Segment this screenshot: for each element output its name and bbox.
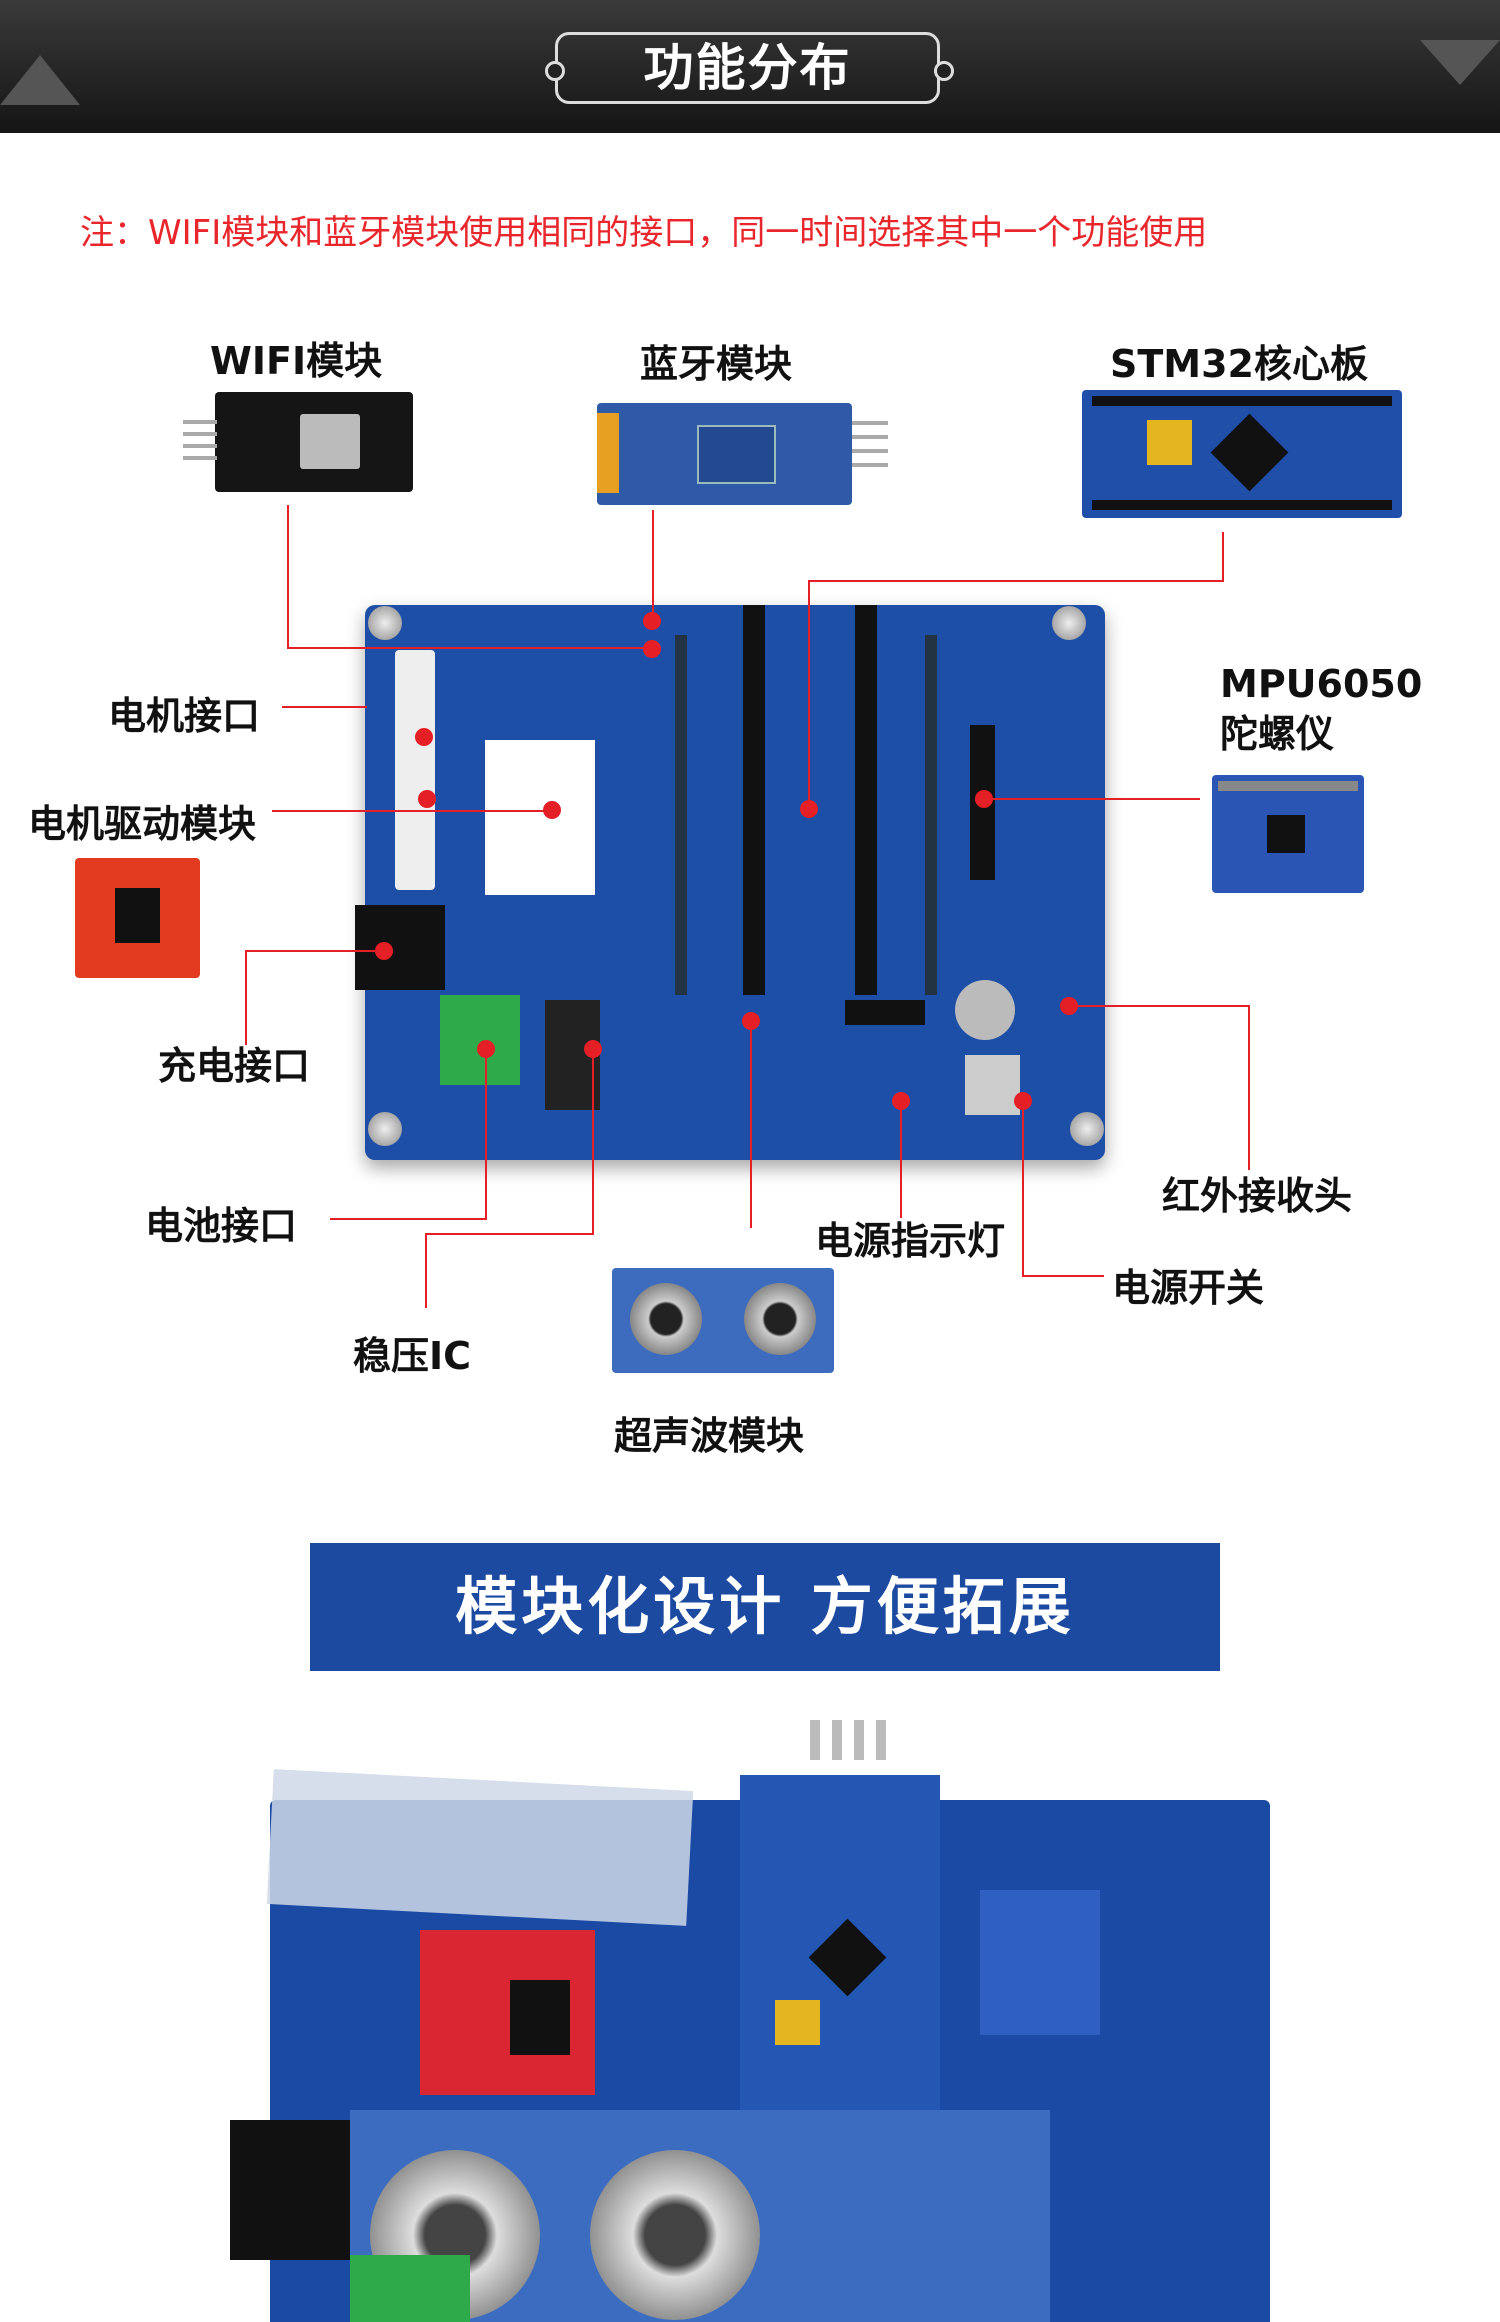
callout-dot: [418, 790, 436, 808]
decor-triangle-right: [1420, 40, 1500, 85]
photo-dc-jack: [230, 2120, 350, 2260]
callout-line: [485, 1048, 487, 1220]
mpu6050-module-image: [1212, 775, 1364, 893]
label-wifi: WIFI模块: [210, 339, 383, 383]
label-power-switch: 电源开关: [1112, 1266, 1265, 1310]
dc-jack: [355, 905, 445, 990]
header-pins-left: [743, 605, 765, 995]
callout-dot: [1060, 997, 1078, 1015]
callout-line: [245, 950, 383, 952]
callout-line: [592, 1048, 594, 1234]
label-motor-port: 电机接口: [108, 694, 261, 738]
photo-ultrasonic-sensor: [590, 2150, 760, 2320]
callout-line: [245, 950, 247, 1045]
feature-banner: 模块化设计 方便拓展: [310, 1543, 1220, 1671]
callout-line: [1022, 1275, 1104, 1277]
callout-line: [750, 1020, 752, 1228]
label-regulator-ic: 稳压IC: [353, 1334, 472, 1378]
callout-line: [1022, 1100, 1024, 1275]
callout-line: [808, 580, 1224, 582]
callout-line: [900, 1100, 902, 1218]
label-stm32: STM32核心板: [1110, 342, 1368, 386]
callout-dot: [975, 790, 993, 808]
product-photo: [230, 1720, 1280, 2322]
callout-line: [425, 1233, 427, 1308]
callout-dot: [584, 1040, 602, 1058]
section-title: 功能分布: [643, 39, 852, 97]
motor-connectors: [395, 650, 435, 890]
callout-dot: [643, 640, 661, 658]
board-screw: [368, 1112, 402, 1146]
p1-header: [675, 635, 687, 995]
callout-dot: [742, 1012, 760, 1030]
motor-driver-image: [75, 858, 200, 978]
board-screw: [1052, 606, 1086, 640]
callout-line: [287, 647, 652, 649]
board-screw: [368, 606, 402, 640]
photo-bluetooth-module: [266, 1769, 694, 1926]
wifi-module-image: [183, 392, 413, 492]
callout-line: [985, 798, 1200, 800]
callout-line: [808, 580, 810, 808]
callout-dot: [477, 1040, 495, 1058]
callout-line: [287, 505, 289, 648]
ultrasonic-module-image: [612, 1268, 834, 1373]
label-battery-port: 电池接口: [145, 1204, 298, 1248]
power-switch: [965, 1055, 1020, 1115]
label-power-led: 电源指示灯: [815, 1219, 1006, 1263]
label-ir-receiver: 红外接收头: [1162, 1174, 1353, 1218]
callout-line: [1068, 1005, 1250, 1007]
callout-dot: [375, 942, 393, 960]
photo-battery-terminal: [350, 2255, 470, 2322]
driver-socket: [485, 740, 595, 895]
callout-dot: [892, 1092, 910, 1110]
usage-note: 注：WIFI模块和蓝牙模块使用相同的接口，同一时间选择其中一个功能使用: [80, 213, 1208, 253]
callout-line: [282, 706, 367, 708]
callout-line: [272, 810, 557, 812]
label-charge-port: 充电接口: [158, 1044, 311, 1088]
callout-dot: [1014, 1092, 1032, 1110]
callout-line: [425, 1233, 594, 1235]
callout-dot: [643, 612, 661, 630]
callout-dot: [543, 801, 561, 819]
capacitor: [955, 980, 1015, 1040]
label-mpu6050: MPU6050: [1220, 662, 1423, 706]
decor-triangle-left: [0, 55, 80, 105]
ultrasonic-header: [845, 1000, 925, 1025]
section-header: 功能分布: [0, 0, 1500, 133]
frame-dot-right: [934, 61, 954, 81]
header-pins-right: [855, 605, 877, 995]
callout-dot: [415, 728, 433, 746]
photo-mpu-module: [980, 1890, 1100, 2035]
photo-driver-chip: [510, 1980, 570, 2055]
p2-header: [925, 635, 937, 995]
label-gyroscope: 陀螺仪: [1220, 712, 1335, 756]
battery-terminal: [440, 995, 520, 1085]
frame-dot-left: [545, 61, 565, 81]
callout-line: [652, 510, 654, 620]
callout-dot: [800, 800, 818, 818]
callout-line: [1248, 1005, 1250, 1170]
photo-jumper: [775, 2000, 820, 2045]
label-motor-driver: 电机驱动模块: [28, 802, 257, 846]
banner-title: 模块化设计 方便拓展: [455, 1570, 1075, 1643]
board-screw: [1070, 1112, 1104, 1146]
bluetooth-module-image: [597, 403, 888, 505]
label-ultrasonic: 超声波模块: [614, 1414, 805, 1458]
callout-line: [330, 1218, 487, 1220]
main-board-image: [355, 605, 1105, 1160]
callout-line: [1222, 532, 1224, 582]
stm32-board-image: [1082, 390, 1402, 518]
photo-pins: [810, 1720, 820, 1760]
label-bluetooth: 蓝牙模块: [640, 342, 793, 386]
